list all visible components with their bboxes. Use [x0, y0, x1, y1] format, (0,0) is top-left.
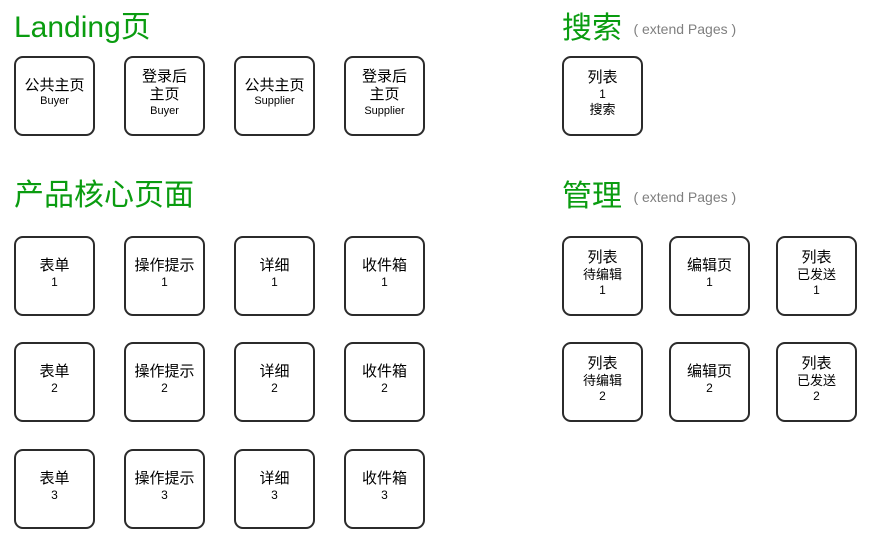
card-line-primary: 登录后 — [361, 68, 407, 85]
card-landing-logged-home-buyer[interactable]: 登录后 主页 Buyer — [124, 56, 205, 136]
card-line-index: 2 — [599, 388, 606, 403]
card-line-primary: 列表 — [587, 354, 618, 372]
card-line-index: 3 — [51, 487, 58, 502]
card-core-form-2[interactable]: 表单 2 — [14, 342, 95, 422]
section-title-core: 产品核心页面 — [14, 179, 194, 212]
card-core-inbox-2[interactable]: 收件箱 2 — [344, 342, 425, 422]
card-line-index: 1 — [813, 282, 820, 297]
card-search-list-1[interactable]: 列表 1 搜索 — [562, 56, 643, 136]
card-line-index: 2 — [271, 380, 278, 395]
card-line-index: 1 — [271, 274, 278, 289]
manage-card-row-1: 列表 待编辑 1 编辑页 1 列表 已发送 1 — [562, 236, 857, 316]
section-title-search: 搜索 — [562, 12, 622, 45]
card-core-detail-1[interactable]: 详细 1 — [234, 236, 315, 316]
section-subtitle-manage: ( extend Pages ) — [633, 189, 737, 205]
card-line-qualifier: 待编辑 — [582, 266, 622, 282]
manage-card-row-2: 列表 待编辑 2 编辑页 2 列表 已发送 2 — [562, 342, 857, 422]
card-core-detail-2[interactable]: 详细 2 — [234, 342, 315, 422]
section-heading-search: 搜索 ( extend Pages ) — [562, 14, 736, 44]
card-core-inbox-3[interactable]: 收件箱 3 — [344, 449, 425, 529]
card-core-tip-1[interactable]: 操作提示 1 — [124, 236, 205, 316]
card-line-primary: 操作提示 — [134, 256, 195, 274]
card-manage-edit-page-2[interactable]: 编辑页 2 — [669, 342, 750, 422]
card-line-role: Supplier — [254, 95, 295, 108]
card-line-index: 2 — [813, 388, 820, 403]
card-line-index: 1 — [599, 282, 606, 297]
card-manage-list-sent-2[interactable]: 列表 已发送 2 — [776, 342, 857, 422]
card-line-index: 3 — [161, 487, 168, 502]
section-title-landing: Landing页 — [14, 11, 151, 44]
card-line-primary: 列表 — [801, 248, 832, 266]
card-core-detail-3[interactable]: 详细 3 — [234, 449, 315, 529]
card-line-primary: 详细 — [259, 362, 290, 380]
card-line-primary: 操作提示 — [134, 469, 195, 487]
card-line-primary: 详细 — [259, 256, 290, 274]
card-line-qualifier: 搜索 — [589, 101, 616, 117]
card-landing-public-home-supplier[interactable]: 公共主页 Supplier — [234, 56, 315, 136]
card-line-role: Buyer — [40, 95, 69, 108]
card-line-index: 1 — [599, 86, 606, 101]
card-line-index: 2 — [706, 380, 713, 395]
section-heading-landing: Landing页 — [14, 13, 151, 43]
card-line-role: Buyer — [150, 104, 179, 117]
card-core-form-3[interactable]: 表单 3 — [14, 449, 95, 529]
card-core-form-1[interactable]: 表单 1 — [14, 236, 95, 316]
card-core-tip-3[interactable]: 操作提示 3 — [124, 449, 205, 529]
card-line-index: 3 — [381, 487, 388, 502]
landing-card-row: 公共主页 Buyer 登录后 主页 Buyer 公共主页 Supplier 登录… — [14, 56, 425, 136]
card-line-primary: 表单 — [39, 362, 70, 380]
card-line-index: 3 — [271, 487, 278, 502]
core-card-row-3: 表单 3 操作提示 3 详细 3 收件箱 3 — [14, 449, 425, 529]
card-line-primary: 编辑页 — [686, 362, 732, 380]
card-line-primary: 操作提示 — [134, 362, 195, 380]
card-line-qualifier: 已发送 — [796, 266, 836, 282]
card-line-primary: 公共主页 — [24, 77, 85, 95]
card-line-qualifier: 已发送 — [796, 372, 836, 388]
card-line-secondary: 主页 — [149, 86, 180, 104]
card-line-index: 2 — [381, 380, 388, 395]
card-line-primary: 编辑页 — [686, 256, 732, 274]
card-line-role: Supplier — [364, 104, 405, 117]
card-line-primary: 登录后 — [141, 68, 187, 85]
card-manage-edit-page-1[interactable]: 编辑页 1 — [669, 236, 750, 316]
card-line-primary: 收件箱 — [361, 256, 407, 274]
card-manage-list-sent-1[interactable]: 列表 已发送 1 — [776, 236, 857, 316]
card-core-inbox-1[interactable]: 收件箱 1 — [344, 236, 425, 316]
section-heading-core: 产品核心页面 — [14, 181, 194, 211]
card-line-primary: 公共主页 — [244, 77, 305, 95]
card-line-primary: 收件箱 — [361, 469, 407, 487]
card-line-primary: 表单 — [39, 469, 70, 487]
card-core-tip-2[interactable]: 操作提示 2 — [124, 342, 205, 422]
core-card-row-2: 表单 2 操作提示 2 详细 2 收件箱 2 — [14, 342, 425, 422]
card-line-primary: 详细 — [259, 469, 290, 487]
card-line-primary: 列表 — [801, 354, 832, 372]
card-landing-public-home-buyer[interactable]: 公共主页 Buyer — [14, 56, 95, 136]
card-line-primary: 列表 — [587, 248, 618, 266]
card-line-index: 1 — [381, 274, 388, 289]
card-line-primary: 收件箱 — [361, 362, 407, 380]
card-landing-logged-home-supplier[interactable]: 登录后 主页 Supplier — [344, 56, 425, 136]
card-line-primary: 表单 — [39, 256, 70, 274]
card-line-index: 2 — [51, 380, 58, 395]
core-card-row-1: 表单 1 操作提示 1 详细 1 收件箱 1 — [14, 236, 425, 316]
section-title-manage: 管理 — [562, 180, 622, 213]
card-manage-list-pending-1[interactable]: 列表 待编辑 1 — [562, 236, 643, 316]
card-manage-list-pending-2[interactable]: 列表 待编辑 2 — [562, 342, 643, 422]
card-line-primary: 列表 — [587, 68, 618, 86]
card-line-index: 1 — [161, 274, 168, 289]
section-heading-manage: 管理 ( extend Pages ) — [562, 182, 736, 212]
card-line-secondary: 主页 — [369, 86, 400, 104]
search-card-row: 列表 1 搜索 — [562, 56, 643, 136]
card-line-index: 2 — [161, 380, 168, 395]
card-line-qualifier: 待编辑 — [582, 372, 622, 388]
section-subtitle-search: ( extend Pages ) — [633, 21, 737, 37]
card-line-index: 1 — [51, 274, 58, 289]
card-line-index: 1 — [706, 274, 713, 289]
